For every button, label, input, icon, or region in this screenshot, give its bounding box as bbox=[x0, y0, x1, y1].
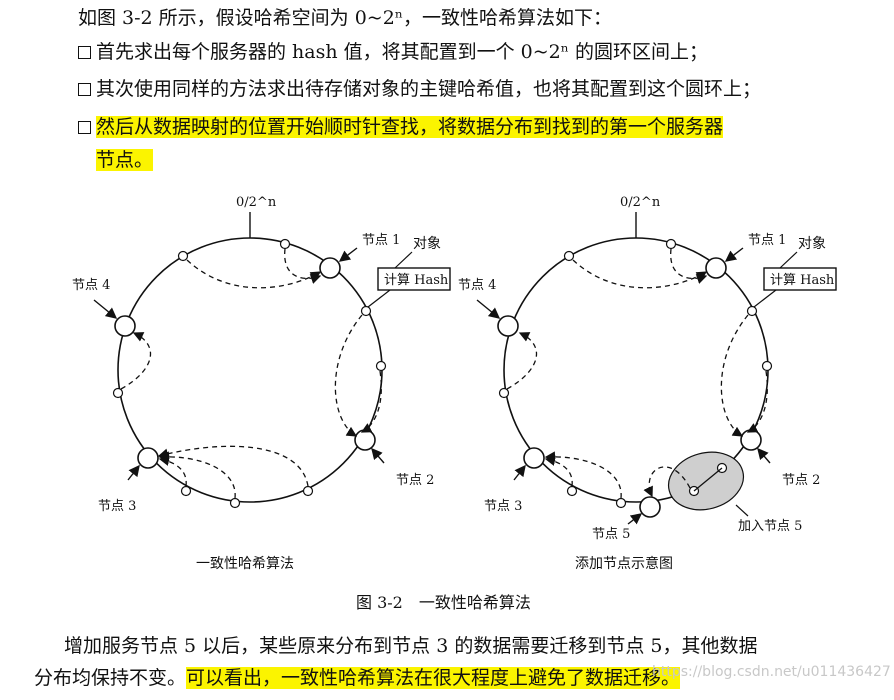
intro-line: 如图 3-2 所示，假设哈希空间为 0~2ⁿ，一致性哈希算法如下： bbox=[78, 7, 613, 29]
hash-leader bbox=[753, 289, 777, 308]
add-node-label: 加入节点 5 bbox=[738, 519, 802, 534]
checkbox-bullet-icon bbox=[78, 83, 91, 96]
hash-box-label: 计算 Hash bbox=[384, 273, 449, 288]
add-node-leader bbox=[735, 504, 749, 517]
node-4-label: 节点 4 bbox=[72, 278, 110, 293]
object-leader bbox=[779, 251, 798, 269]
ring-origin-label: 0/2^n bbox=[620, 195, 661, 210]
bullet-item-3: 然后从数据映射的位置开始顺时针查找，将数据分布到找到的第一个服务器 bbox=[78, 113, 724, 141]
paragraph-line-2: 分布均保持不变。可以看出，一致性哈希算法在很大程度上避免了数据迁移。 bbox=[34, 664, 681, 692]
node-3-label: 节点 3 bbox=[484, 499, 522, 514]
right-diagram: 0/2^n bbox=[458, 195, 837, 572]
node-1-label: 节点 1 bbox=[362, 233, 400, 248]
figure-caption: 图 3-2 一致性哈希算法 bbox=[356, 593, 531, 612]
watermark: https://blog.csdn.net/u011436427 bbox=[652, 664, 891, 680]
object-points bbox=[112, 238, 387, 509]
node-2-label: 节点 2 bbox=[782, 473, 820, 488]
checkbox-bullet-icon bbox=[78, 121, 91, 134]
node-3 bbox=[523, 447, 545, 469]
hash-leader bbox=[367, 289, 391, 308]
node-2-label: 节点 2 bbox=[396, 473, 434, 488]
node-3-label: 节点 3 bbox=[98, 499, 136, 514]
bullet-text-3-cont-highlight: 节点。 bbox=[96, 149, 154, 171]
paragraph-line-1: 增加服务节点 5 以后，某些原来分布到节点 3 的数据需要迁移到节点 5，其他数… bbox=[64, 635, 758, 657]
ring-origin-label: 0/2^n bbox=[236, 195, 277, 210]
checkbox-bullet-icon bbox=[78, 46, 91, 59]
node-2 bbox=[740, 429, 762, 451]
node-4 bbox=[497, 315, 519, 337]
hash-box bbox=[377, 267, 451, 291]
node-2 bbox=[354, 429, 376, 451]
paragraph-text-plain: 分布均保持不变。 bbox=[34, 667, 187, 689]
mapping-arrows bbox=[506, 248, 768, 499]
bullet-text-3-highlight: 然后从数据映射的位置开始顺时针查找，将数据分布到找到的第一个服务器 bbox=[96, 116, 724, 138]
left-subcaption: 一致性哈希算法 bbox=[196, 556, 294, 572]
object-label: 对象 bbox=[798, 236, 826, 252]
node-pointers bbox=[93, 247, 385, 481]
node-5 bbox=[639, 496, 661, 518]
hash-box-label: 计算 Hash bbox=[770, 273, 835, 288]
bullet-text-2: 其次使用同样的方法求出待存储对象的主键哈希值，也将其配置到这个圆环上； bbox=[96, 78, 762, 100]
bullet-text-1: 首先求出每个服务器的 hash 值，将其配置到一个 0~2ⁿ 的圆环区间上； bbox=[96, 41, 709, 63]
left-diagram: 0/2^n bbox=[72, 195, 451, 572]
node-5-label: 节点 5 bbox=[592, 527, 630, 542]
node-4-label: 节点 4 bbox=[458, 278, 496, 293]
node-1 bbox=[705, 257, 727, 279]
node-1-label: 节点 1 bbox=[748, 233, 786, 248]
bullet-item-2: 其次使用同样的方法求出待存储对象的主键哈希值，也将其配置到这个圆环上； bbox=[78, 75, 761, 103]
node-pointers bbox=[476, 247, 771, 525]
right-subcaption: 添加节点示意图 bbox=[575, 555, 673, 572]
object-leader bbox=[394, 251, 413, 269]
object-label: 对象 bbox=[413, 236, 441, 252]
region-link bbox=[693, 467, 723, 492]
mapping-arrows bbox=[120, 248, 382, 499]
bullet-item-1: 首先求出每个服务器的 hash 值，将其配置到一个 0~2ⁿ 的圆环区间上； bbox=[78, 38, 708, 66]
node-4 bbox=[114, 315, 136, 337]
hash-box bbox=[763, 267, 837, 291]
node-3 bbox=[137, 447, 159, 469]
paragraph-text-highlight: 可以看出，一致性哈希算法在很大程度上避免了数据迁移。 bbox=[186, 667, 681, 689]
node-1 bbox=[319, 257, 341, 279]
bullet-item-3-cont: 节点。 bbox=[96, 146, 154, 174]
